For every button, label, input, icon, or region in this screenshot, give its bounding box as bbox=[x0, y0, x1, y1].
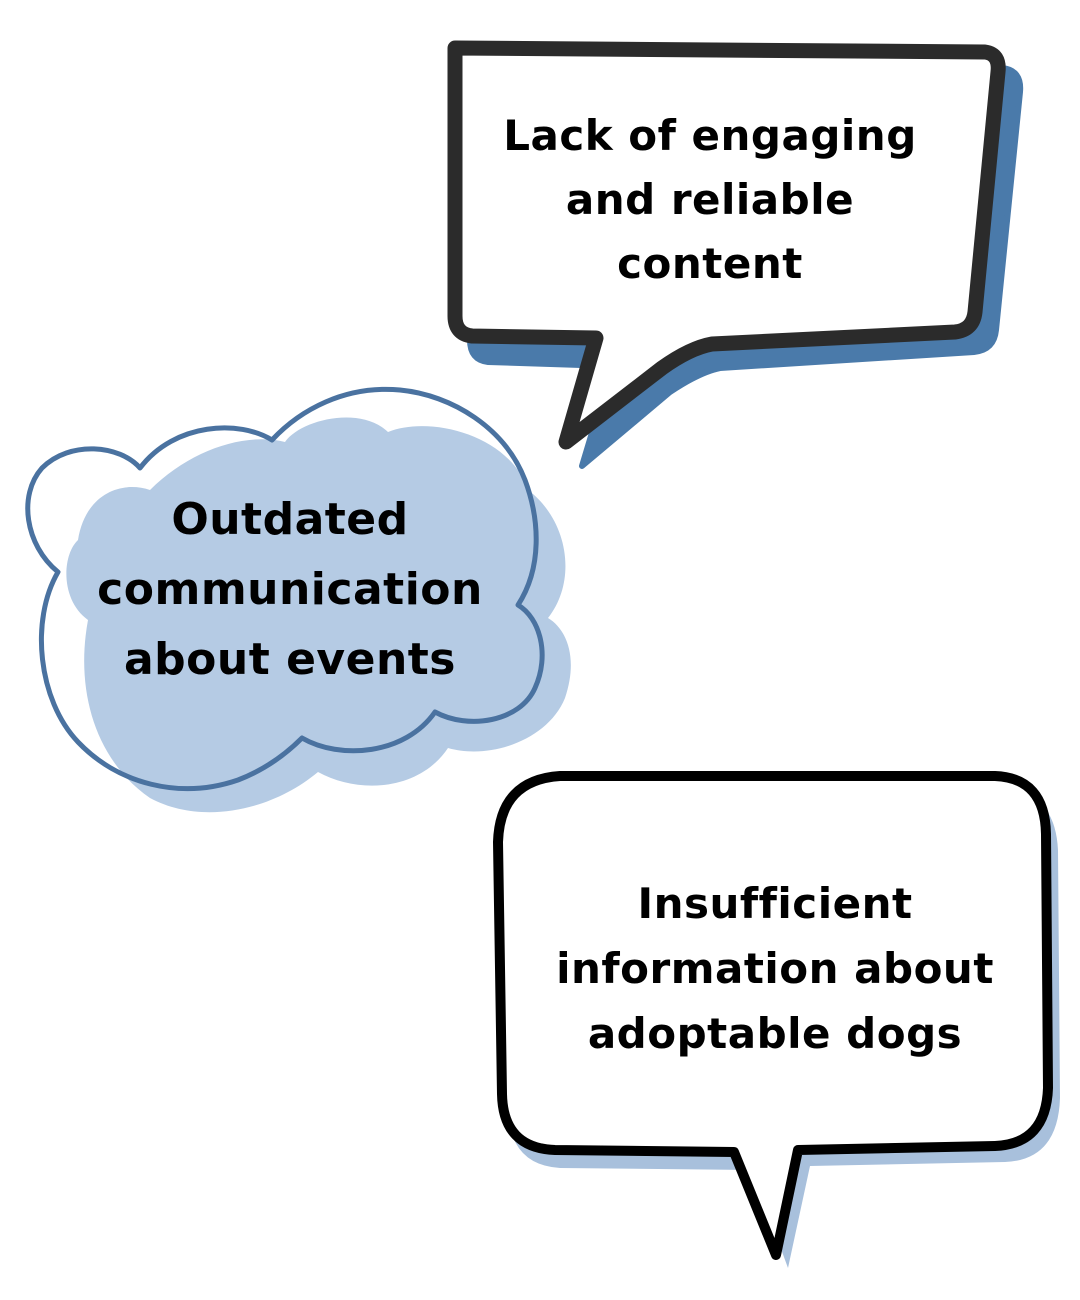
bottom-bubble-line-3: adoptable dogs bbox=[587, 1008, 963, 1058]
bottom-bubble-line-2: information about bbox=[556, 943, 994, 993]
top-bubble-line-3: content bbox=[617, 239, 803, 288]
cloud-text: Outdated communication about events bbox=[60, 485, 520, 695]
cloud-line-1: Outdated bbox=[171, 494, 409, 545]
top-bubble-line-1: Lack of engaging bbox=[503, 111, 917, 160]
cloud-line-2: communication bbox=[97, 564, 483, 615]
cloud-line-3: about events bbox=[123, 634, 456, 685]
bottom-bubble-line-1: Insufficient bbox=[637, 878, 913, 928]
bottom-bubble-text: Insufficient information about adoptable… bbox=[520, 868, 1030, 1068]
top-bubble-text: Lack of engaging and reliable content bbox=[470, 100, 950, 300]
bottom-bubble-body bbox=[493, 771, 1053, 1260]
cloud-shadow-fill bbox=[66, 417, 571, 813]
top-bubble-body bbox=[447, 40, 1006, 450]
cloud-outline bbox=[25, 386, 545, 792]
top-bubble-line-2: and reliable bbox=[565, 175, 855, 224]
